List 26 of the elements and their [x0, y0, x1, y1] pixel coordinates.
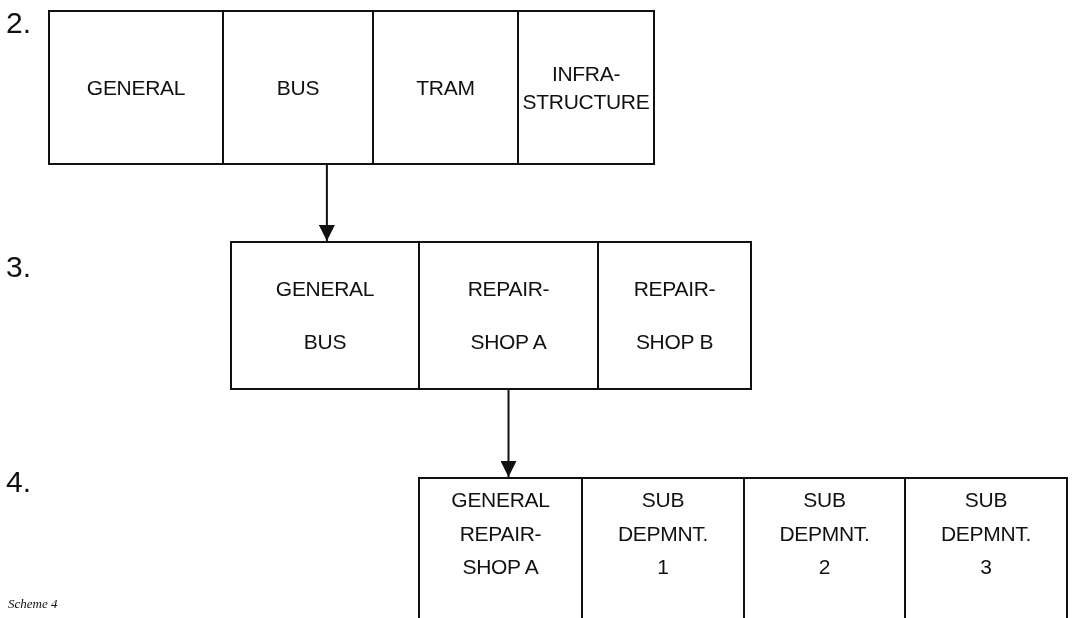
table-cell-box	[230, 241, 420, 390]
level-number: 2.	[6, 6, 32, 40]
level-number: 3.	[6, 250, 32, 284]
cell-label: SUB DEPMNT. 1	[616, 487, 710, 581]
cell-label: GENERAL REPAIR- SHOP A	[450, 487, 551, 581]
arrow	[500, 389, 517, 478]
cell-label: SUB DEPMNT. 3	[939, 487, 1033, 581]
table-cell-box	[372, 10, 519, 165]
cell-label: GENERAL BUS	[274, 276, 376, 355]
cell-label: GENERAL	[86, 74, 186, 101]
caption: Scheme 4	[8, 596, 58, 612]
cell-label: INFRA- STRUCTURE	[521, 61, 651, 115]
cell-label: REPAIR- SHOP B	[632, 276, 717, 355]
arrow	[318, 164, 335, 242]
table-cell-box	[418, 477, 583, 618]
table-cell-box	[222, 10, 374, 165]
level-number: 4.	[6, 465, 32, 499]
table-cell-box	[48, 10, 224, 165]
table-cell-box	[904, 477, 1068, 618]
cell-label: BUS	[276, 74, 320, 101]
table-cell-box	[418, 241, 599, 390]
table-cell-box	[517, 10, 655, 165]
table-cell-box	[597, 241, 752, 390]
cell-label: TRAM	[416, 74, 475, 101]
cell-label: SUB DEPMNT. 2	[778, 487, 871, 581]
cell-label: REPAIR- SHOP A	[466, 276, 551, 355]
